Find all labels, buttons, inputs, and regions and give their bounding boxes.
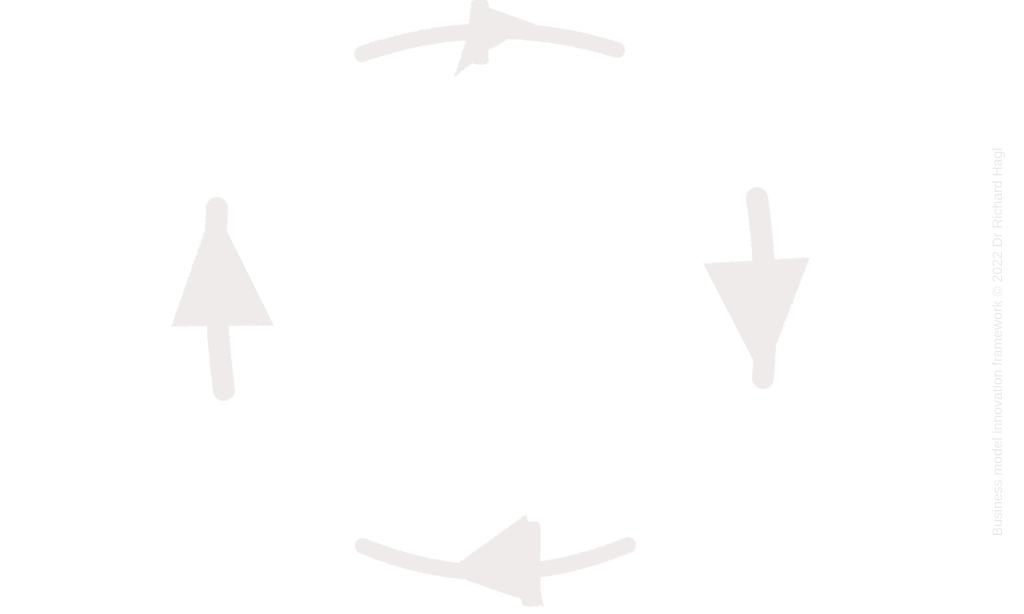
bottom-arrow [355,514,636,607]
copyright-credit: Business model innovation framework © 20… [989,147,1005,537]
right-arrow [703,187,810,389]
top-arrow [354,0,625,78]
left-arrow [171,197,274,401]
